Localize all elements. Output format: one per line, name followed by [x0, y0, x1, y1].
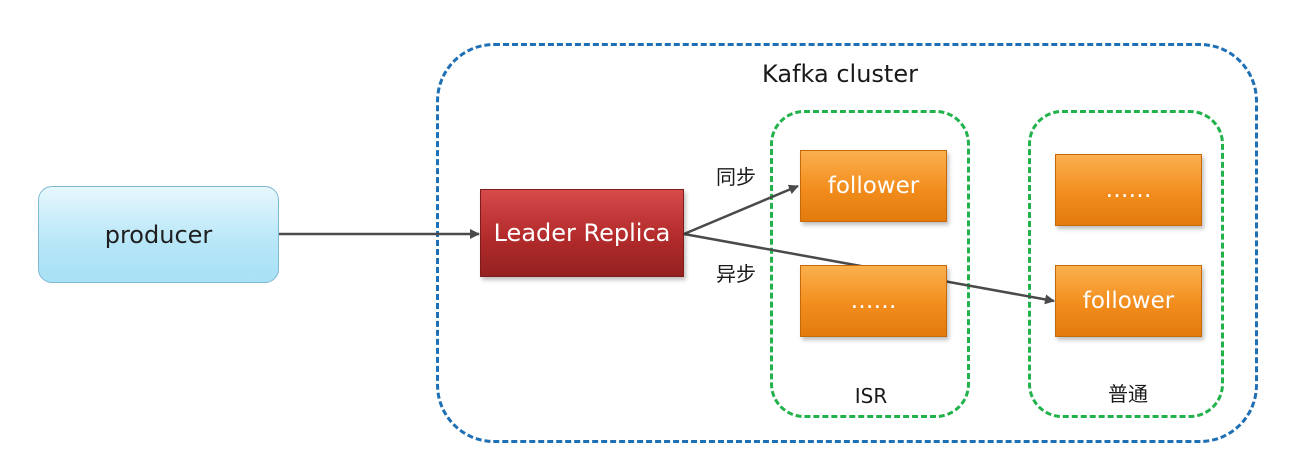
leader-replica-node: Leader Replica	[480, 189, 684, 277]
isr-group-boundary	[770, 110, 970, 418]
kafka-cluster-boundary	[436, 43, 1258, 443]
async-label: 异步	[716, 262, 756, 286]
isr-ellipsis-label: ……	[850, 288, 897, 314]
isr-follower-label: follower	[827, 173, 920, 199]
cluster-title: Kafka cluster	[762, 60, 918, 88]
sync-replication-arrow	[683, 184, 799, 236]
sync-label: 同步	[716, 165, 756, 189]
producer-node: producer	[38, 186, 279, 283]
normal-follower-label: follower	[1082, 288, 1175, 314]
isr-group-label: ISR	[854, 384, 888, 408]
normal-group-boundary	[1028, 110, 1224, 418]
leader-label: Leader Replica	[493, 219, 671, 247]
normal-group-label: 普通	[1108, 382, 1148, 406]
isr-ellipsis-node: ……	[800, 265, 947, 337]
normal-ellipsis-node: ……	[1055, 154, 1202, 226]
normal-ellipsis-label: ……	[1105, 177, 1152, 203]
normal-follower-node: follower	[1055, 265, 1202, 337]
producer-label: producer	[104, 220, 213, 249]
isr-follower-node: follower	[800, 150, 947, 222]
